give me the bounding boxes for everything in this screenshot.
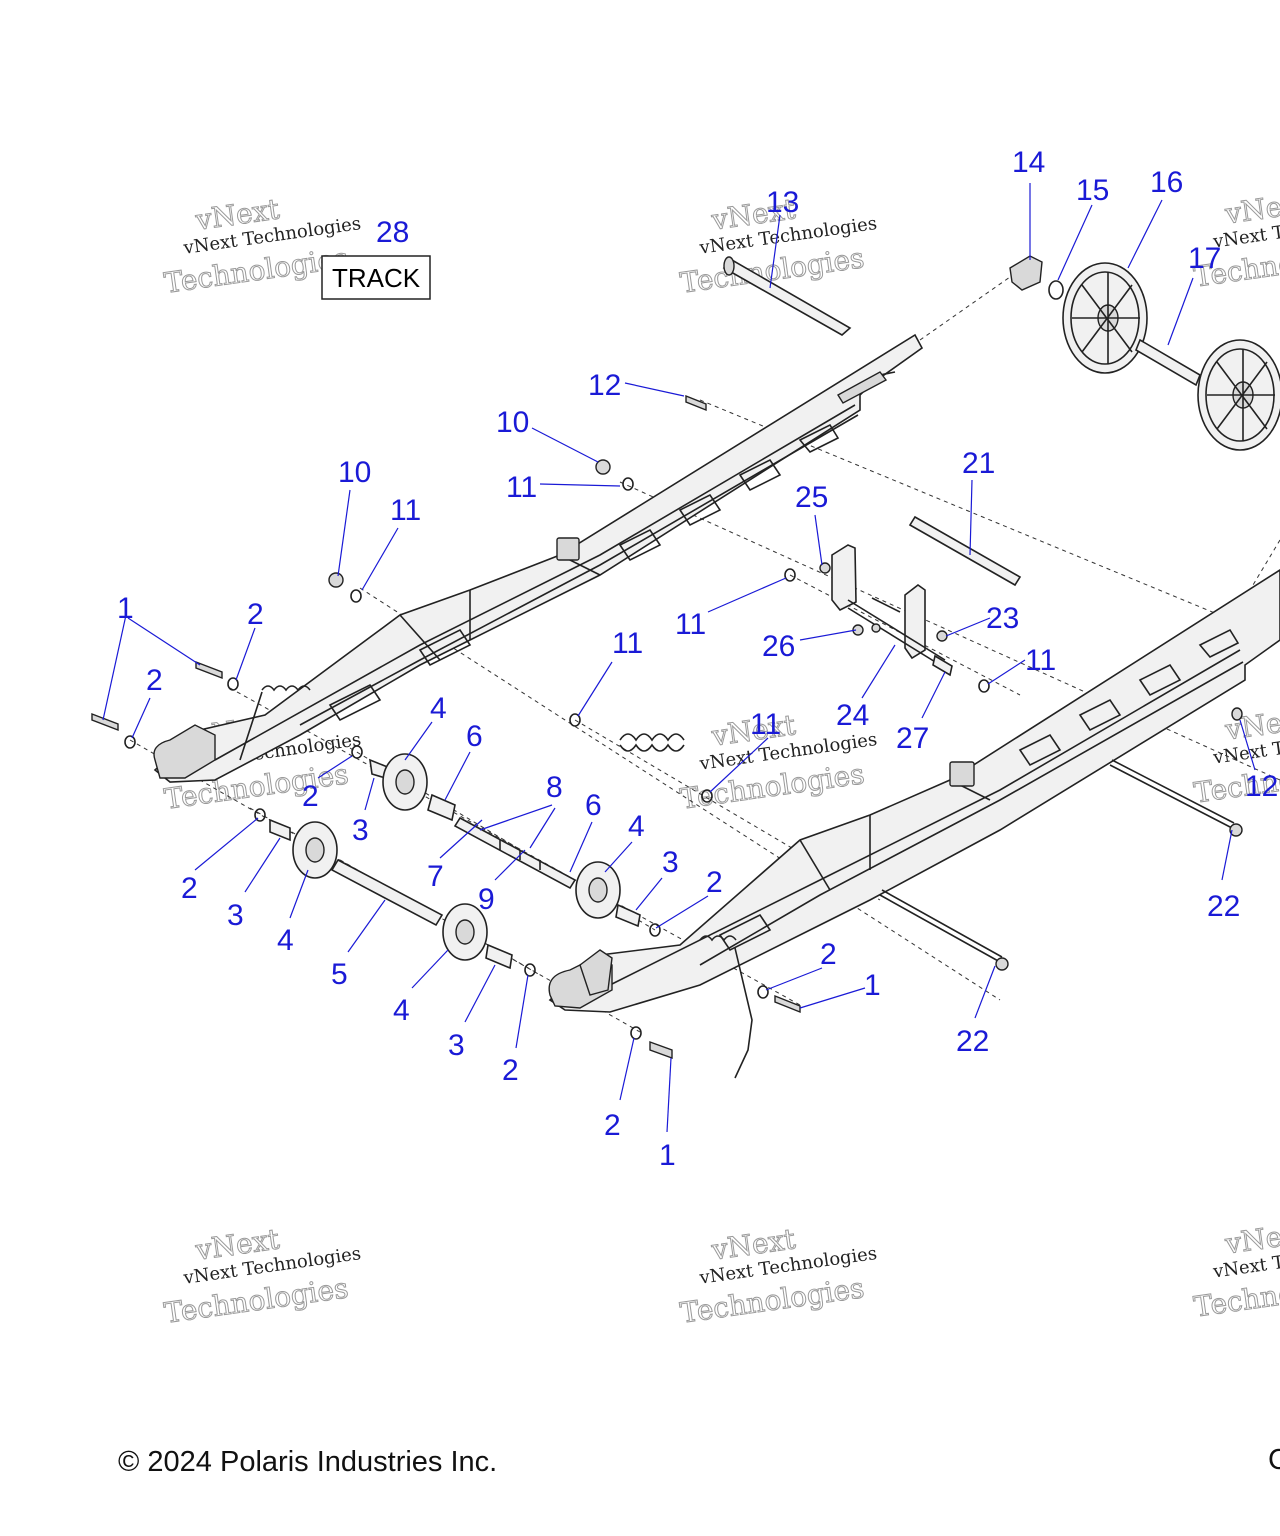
callout-11: 11	[506, 471, 537, 504]
callout-8: 8	[546, 771, 563, 804]
shaft-13	[722, 256, 852, 336]
callout-9: 9	[478, 883, 495, 916]
wheel-16-front	[1062, 262, 1148, 374]
rod-21	[908, 515, 1022, 587]
callout-11: 11	[1025, 644, 1056, 677]
callout-labels: 28 13 14 15 16 17 12 10 11 10 11 21 25 1…	[117, 146, 1278, 1172]
callout-3: 3	[227, 899, 244, 932]
track-box	[321, 255, 431, 300]
callout-1: 1	[117, 592, 134, 625]
callout-11: 11	[675, 608, 706, 641]
watermark-bottom-left: vNext vNext Technologies Technologies	[162, 1222, 363, 1330]
watermark-top-right: vNext vNext Te Technol	[1191, 186, 1280, 294]
callout-2: 2	[502, 1054, 519, 1087]
callout-15: 15	[1076, 174, 1109, 207]
callout-7: 7	[427, 860, 444, 893]
callout-3: 3	[662, 846, 679, 879]
wheel-16-rear	[1197, 339, 1280, 451]
callout-11: 11	[612, 627, 643, 660]
callout-11: 11	[750, 708, 781, 741]
center-spring	[619, 733, 685, 752]
page-code-fragment: C	[1268, 1444, 1280, 1476]
callout-12: 12	[1245, 770, 1278, 803]
callout-28: 28	[376, 216, 409, 249]
callout-3: 3	[352, 814, 369, 847]
watermark-bottom-right: vNext vNext Te Technol	[1191, 1216, 1280, 1324]
callout-2: 2	[181, 872, 198, 905]
callout-4: 4	[628, 810, 645, 843]
callout-26: 26	[762, 630, 795, 663]
bolt-22-lower	[879, 889, 1009, 971]
callout-2: 2	[302, 780, 319, 813]
hardware	[91, 394, 1243, 1059]
callout-21: 21	[962, 447, 995, 480]
callout-23: 23	[986, 602, 1019, 635]
callout-4: 4	[277, 924, 294, 957]
cap-14	[1009, 255, 1043, 291]
callout-10: 10	[338, 456, 371, 489]
callout-1: 1	[864, 969, 881, 1002]
axle-17	[1135, 338, 1201, 387]
callout-2: 2	[706, 866, 723, 899]
track-box-label: TRACK	[332, 263, 421, 293]
leader-lines	[102, 183, 1256, 1133]
callout-25: 25	[795, 481, 828, 514]
callout-4: 4	[430, 692, 447, 725]
callout-2: 2	[247, 598, 264, 631]
callout-13: 13	[766, 186, 799, 219]
assembly-lines	[129, 269, 1280, 1033]
left-rail-cutouts	[328, 423, 840, 722]
bracket-assembly	[831, 544, 953, 677]
callout-2: 2	[146, 664, 163, 697]
callout-10: 10	[496, 406, 529, 439]
callout-3: 3	[448, 1029, 465, 1062]
callout-14: 14	[1012, 146, 1045, 179]
right-rail-cutouts	[718, 628, 1240, 952]
callout-11: 11	[390, 494, 421, 527]
callout-16: 16	[1150, 166, 1183, 199]
bolt-22-upper	[1109, 759, 1243, 837]
front-axle-set	[269, 753, 641, 970]
callout-22: 22	[1207, 890, 1240, 923]
copyright-notice: © 2024 Polaris Industries Inc.	[118, 1446, 498, 1478]
callout-1: 1	[659, 1139, 676, 1172]
callout-22: 22	[956, 1025, 989, 1058]
watermark-bottom-center: vNext vNext Technologies Technologies	[678, 1222, 879, 1330]
callout-2: 2	[604, 1109, 621, 1142]
callout-4: 4	[393, 994, 410, 1027]
left-rail	[153, 333, 924, 783]
callout-6: 6	[466, 720, 483, 753]
right-rail	[548, 569, 1280, 1079]
callout-17: 17	[1188, 242, 1221, 275]
callout-24: 24	[836, 699, 869, 732]
callout-27: 27	[896, 722, 929, 755]
callout-6: 6	[585, 789, 602, 822]
callout-12: 12	[588, 369, 621, 402]
ring-15	[1048, 280, 1064, 300]
callout-5: 5	[331, 958, 348, 991]
svg-text:Technol: Technol	[1192, 1275, 1280, 1323]
callout-2: 2	[820, 938, 837, 971]
